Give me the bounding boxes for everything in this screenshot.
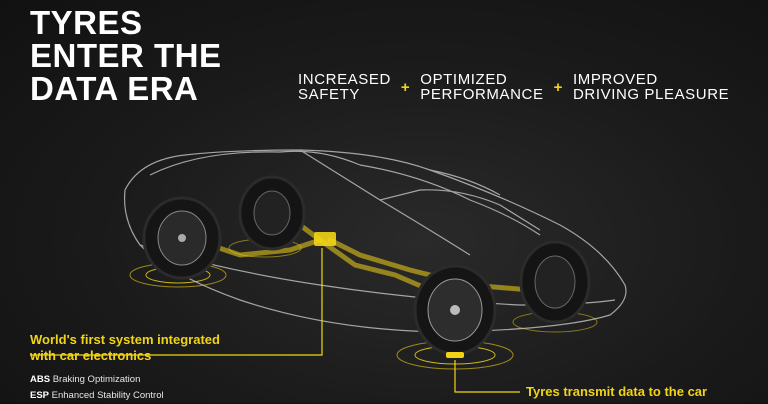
- callout-line: with car electronics: [30, 348, 152, 363]
- tyre-sensor: [446, 352, 464, 358]
- benefit-line: DRIVING PLEASURE: [572, 86, 730, 103]
- tyre-rear-right: [519, 240, 591, 324]
- plus-separator: +: [400, 78, 411, 96]
- callout-lines: [30, 248, 520, 393]
- headline-line: DATA ERA: [30, 70, 199, 107]
- benefit-safety: INCREASED SAFETY: [298, 72, 391, 102]
- benefit-performance: OPTIMIZED PERFORMANCE: [420, 72, 543, 102]
- callout-system: World's first system integrated with car…: [30, 332, 220, 364]
- headline-line: TYRES: [30, 4, 143, 41]
- control-unit: [314, 232, 336, 246]
- car-outline: [123, 149, 627, 333]
- feature-abbr: ABS: [30, 374, 51, 385]
- feature-esp: ESP Enhanced Stability Control: [30, 388, 164, 404]
- callout-line: World's first system integrated: [30, 332, 220, 347]
- feature-text: Enhanced Stability Control: [51, 390, 164, 401]
- benefit-line: PERFORMANCE: [420, 86, 544, 103]
- benefit-line: IMPROVED: [572, 71, 658, 88]
- benefit-line: OPTIMIZED: [420, 71, 508, 88]
- tyre-rear-left: [238, 175, 306, 251]
- headline-line: ENTER THE: [30, 37, 222, 74]
- plus-separator: +: [553, 78, 563, 96]
- feature-abbr: ESP: [30, 390, 50, 401]
- feature-list: ABS Braking Optimization ESP Enhanced St…: [30, 372, 164, 404]
- benefit-line: SAFETY: [298, 86, 360, 103]
- benefit-driving-pleasure: IMPROVED DRIVING PLEASURE: [573, 72, 729, 102]
- benefit-line: INCREASED: [298, 71, 391, 88]
- callout-transmit: Tyres transmit data to the car: [526, 384, 708, 399]
- tyre-front-left: [142, 196, 222, 280]
- feature-text: Braking Optimization: [52, 374, 141, 385]
- feature-abs: ABS Braking Optimization: [30, 372, 164, 388]
- tyre-front-right: [413, 264, 497, 356]
- benefits-row: INCREASED SAFETY + OPTIMIZED PERFORMANCE…: [298, 72, 729, 102]
- headline: TYRES ENTER THE DATA ERA: [30, 6, 222, 105]
